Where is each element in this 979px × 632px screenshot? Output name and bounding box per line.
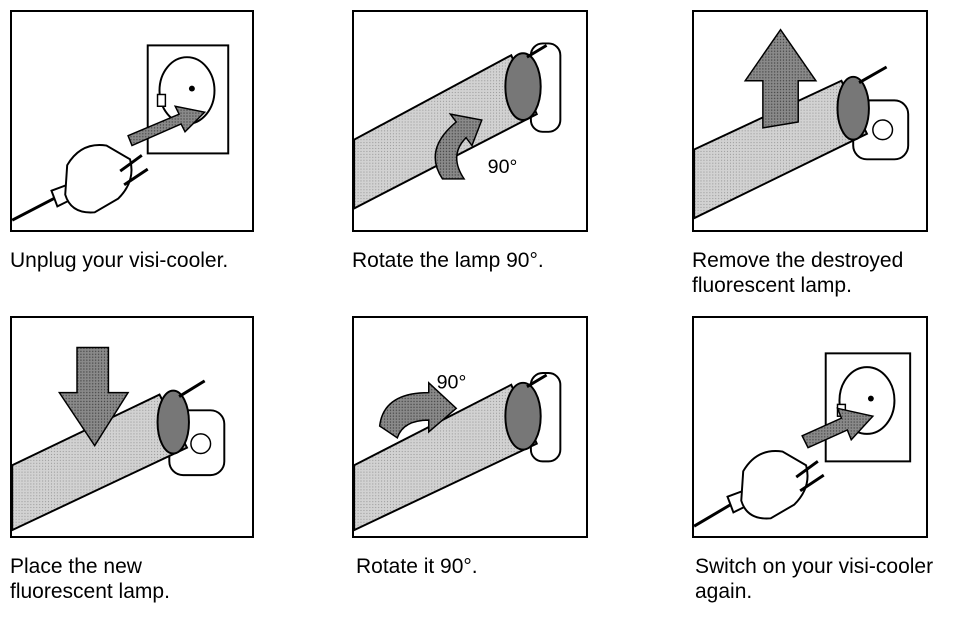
step-6-caption: Switch on your visi-cooler again. [695, 555, 934, 603]
angle-label: 90° [488, 156, 518, 178]
up-arrow-icon [743, 28, 818, 129]
down-arrow-icon [57, 346, 130, 448]
lamp-cap [836, 75, 870, 141]
step-6-panel [692, 316, 928, 538]
step-1-caption: Unplug your visi-cooler. [10, 249, 229, 272]
step-1-panel [10, 10, 254, 232]
step-2-caption: Rotate the lamp 90°. [352, 249, 544, 272]
arrow-icon [801, 407, 875, 449]
step-4-panel [10, 316, 254, 538]
rotate-lamp-illustration: 90° [354, 42, 562, 210]
lamp-tube [354, 383, 539, 532]
lamp-cap [504, 52, 542, 121]
step-5-caption: Rotate it 90°. [356, 555, 478, 578]
rotate-arrow-icon [378, 381, 458, 439]
unplug-illustration [12, 44, 230, 222]
step-5-panel: 90° [352, 316, 588, 538]
lamp-cap [156, 389, 190, 455]
arrow-icon [127, 105, 207, 147]
rotate-arrow-icon [434, 113, 483, 180]
lamp-cap [504, 381, 542, 451]
cable [12, 193, 62, 222]
place-lamp-illustration [12, 346, 226, 532]
plug-icon [64, 144, 133, 214]
plug-in-illustration [694, 352, 912, 528]
rotate-it-illustration: 90° [354, 372, 562, 532]
angle-label: 90° [437, 372, 467, 394]
step-4-caption: Place the new fluorescent lamp. [10, 555, 170, 603]
step-3-panel [692, 10, 928, 232]
plug-icon [740, 450, 809, 520]
remove-lamp-illustration [694, 28, 910, 220]
step-2-panel: 90° [352, 10, 588, 232]
step-3-caption: Remove the destroyed fluorescent lamp. [692, 249, 904, 297]
